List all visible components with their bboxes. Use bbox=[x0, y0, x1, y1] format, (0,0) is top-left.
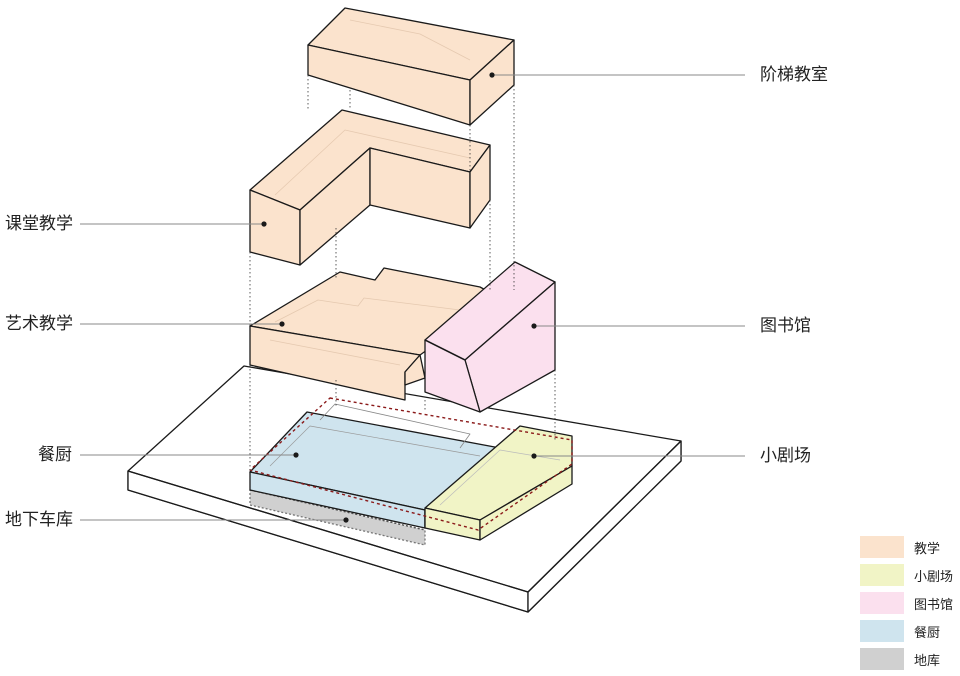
legend-swatch bbox=[860, 592, 904, 614]
legend-label: 地库 bbox=[914, 654, 941, 669]
legend-label: 教学 bbox=[914, 542, 941, 557]
label-library: 图书馆 bbox=[760, 316, 811, 336]
leader-lines bbox=[80, 74, 745, 521]
legend-label: 餐厨 bbox=[914, 626, 941, 641]
leader-dots bbox=[261, 72, 537, 523]
label-art: 艺术教学 bbox=[5, 314, 73, 334]
legend-item-garage: 地库 bbox=[860, 648, 960, 670]
label-canteen: 餐厨 bbox=[38, 445, 72, 465]
legend-item-teaching: 教学 bbox=[860, 536, 960, 558]
legend-label: 图书馆 bbox=[914, 598, 954, 613]
legend-swatch bbox=[860, 648, 904, 670]
legend-label: 小剧场 bbox=[914, 570, 954, 585]
legend-swatch bbox=[860, 620, 904, 642]
projection-lines bbox=[249, 75, 556, 472]
legend-item-canteen: 餐厨 bbox=[860, 620, 960, 642]
library-block bbox=[424, 261, 556, 413]
label-lecture-hall: 阶梯教室 bbox=[760, 65, 828, 85]
legend-item-library: 图书馆 bbox=[860, 592, 960, 614]
theater-block bbox=[424, 425, 573, 541]
label-theater: 小剧场 bbox=[760, 446, 811, 466]
site-outline bbox=[249, 397, 573, 531]
classroom-block bbox=[249, 109, 491, 266]
legend-swatch bbox=[860, 536, 904, 558]
label-classroom: 课堂教学 bbox=[5, 214, 73, 234]
legend-item-theater: 小剧场 bbox=[860, 564, 960, 586]
lecture-hall-block bbox=[307, 7, 515, 126]
legend-swatch bbox=[860, 564, 904, 586]
label-garage: 地下车库 bbox=[5, 510, 73, 530]
